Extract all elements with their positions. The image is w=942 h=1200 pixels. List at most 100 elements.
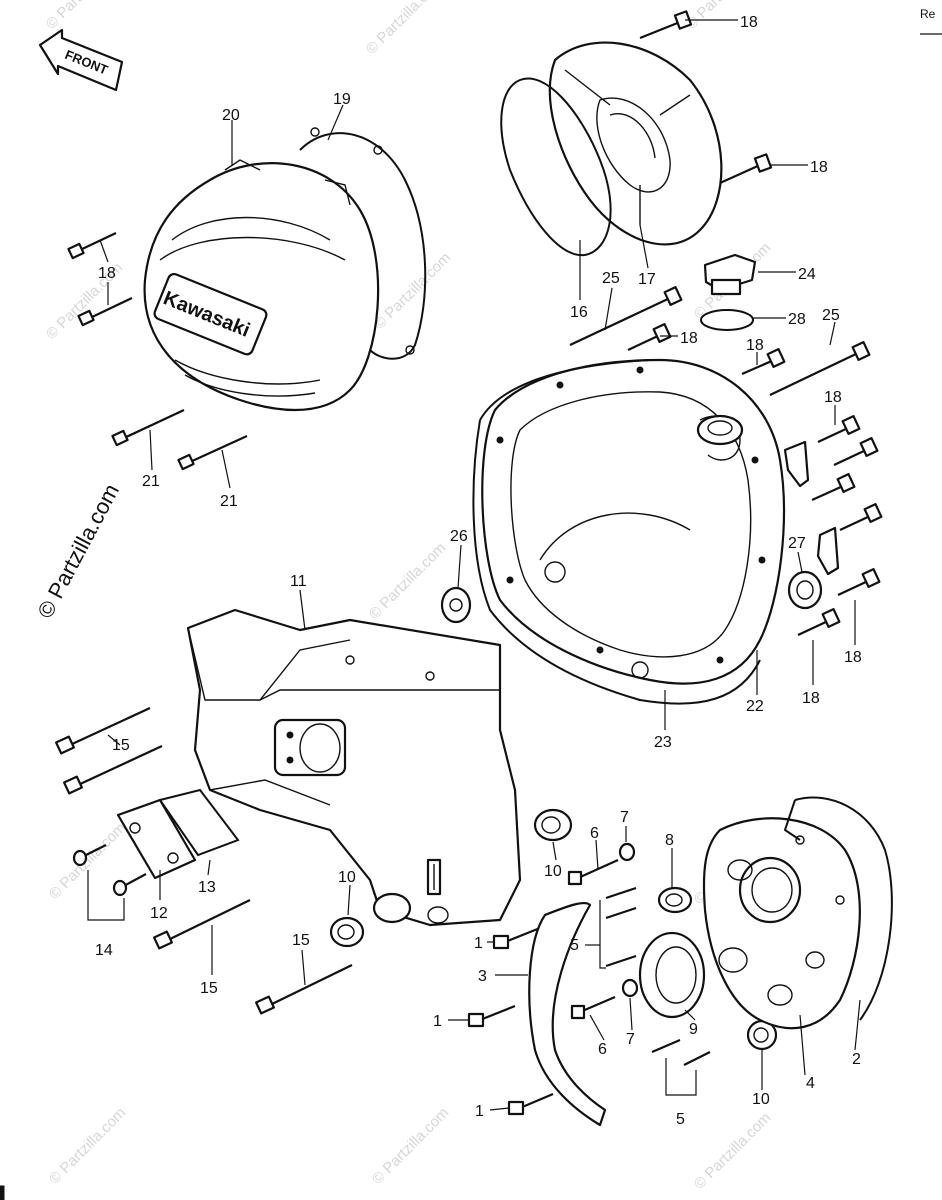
- part-26-plug: [440, 586, 472, 624]
- watermark: © Partzilla.com: [366, 539, 449, 622]
- part-7-washer-lower: [621, 978, 639, 998]
- bracket-14: [87, 870, 125, 921]
- callout-15: 15: [112, 737, 130, 754]
- part-10-seal-upper: [533, 808, 573, 842]
- callout-22: 22: [746, 698, 764, 715]
- part-10-seal-left: [329, 916, 365, 948]
- part-3-chain-guide: [528, 901, 607, 1127]
- callout-27: 27: [788, 535, 806, 552]
- part-15-bolt-c: [153, 899, 251, 950]
- part-21-bolt-a: [111, 409, 185, 447]
- part-2-gasket: [783, 796, 893, 1021]
- callout-16: 16: [570, 304, 588, 321]
- callout-6: 6: [598, 1041, 607, 1058]
- part-8-seal: [657, 886, 693, 914]
- callout-21: 21: [220, 493, 238, 510]
- callout-6: 6: [590, 825, 599, 842]
- part-11-chain-cover: [186, 608, 522, 927]
- watermark-main: © Partzilla.com: [32, 480, 124, 623]
- callout-18: 18: [740, 14, 758, 31]
- part-1-bolt-b: [467, 1004, 516, 1028]
- clamp-lower: [816, 526, 840, 576]
- callout-18: 18: [810, 159, 828, 176]
- part-16-gasket: [500, 77, 612, 257]
- clamp-upper: [783, 440, 810, 488]
- part-18-bolt-mid-2: [741, 348, 786, 376]
- callout-25: 25: [822, 307, 840, 324]
- callout-15: 15: [292, 932, 310, 949]
- part-21-bolt-b: [177, 434, 248, 471]
- part-5-screw-group-upper: [605, 886, 637, 968]
- callout-11: 11: [290, 573, 307, 590]
- part-15-bolt-a: [55, 707, 151, 755]
- watermark: © Partzilla.com: [691, 1109, 774, 1192]
- part-28-o-ring: [700, 309, 754, 331]
- bracket-5-lower: [665, 1058, 697, 1096]
- callout-26: 26: [450, 528, 468, 545]
- callout-7: 7: [620, 809, 629, 826]
- callout-18: 18: [802, 690, 820, 707]
- callout-18: 18: [746, 337, 764, 354]
- callout-5: 5: [570, 937, 579, 954]
- part-20-generator-cover: Kawasaki: [143, 159, 380, 412]
- callout-10: 10: [338, 869, 356, 886]
- part-18-bolt-right-6: [797, 608, 841, 636]
- callout-18: 18: [824, 389, 842, 406]
- callout-18: 18: [680, 330, 698, 347]
- callout-2: 2: [852, 1051, 861, 1068]
- callout-1: 1: [475, 1103, 484, 1120]
- callout-5: 5: [676, 1111, 685, 1128]
- watermark: © Partzilla.com: [369, 1104, 452, 1187]
- part-6-bolt-lower: [570, 995, 616, 1020]
- part-25-long-bolt-a: [569, 286, 683, 346]
- watermark: © Partzilla.com: [371, 249, 454, 332]
- part-10-seal-lower: [746, 1019, 778, 1051]
- part-27-oil-seal: [787, 570, 823, 610]
- part-12-cover-plate: [116, 798, 197, 880]
- part-1-bolt-c: [507, 1092, 554, 1116]
- callout-9: 9: [689, 1021, 698, 1038]
- callout-28: 28: [788, 311, 806, 328]
- part-18-bolt-top-2: [719, 153, 773, 185]
- part-18-bolt-right-1: [817, 415, 861, 443]
- callout-1: 1: [433, 1013, 442, 1030]
- part-18-bolt-right-2: [833, 437, 879, 466]
- callout-4: 4: [806, 1075, 815, 1092]
- bracket-5-upper: [599, 900, 606, 969]
- callout-15: 15: [200, 980, 218, 997]
- part-22-clutch-cover: [481, 358, 786, 685]
- part-17-outer-cover: [548, 41, 723, 246]
- part-14-screw-a: [72, 844, 107, 867]
- part-23-gasket: [472, 359, 761, 705]
- part-18-bolt-left-upper: [67, 232, 117, 260]
- corner-label: Re: [920, 7, 936, 21]
- part-19-gasket: [299, 132, 427, 360]
- callout-18: 18: [98, 265, 116, 282]
- callout-1: 1: [474, 935, 483, 952]
- part-18-bolt-mid-1: [627, 323, 672, 351]
- part-9-oil-seal: [638, 931, 706, 1019]
- part-15-bolt-b: [63, 745, 163, 795]
- callout-25: 25: [602, 270, 620, 287]
- callout-21: 21: [142, 473, 160, 490]
- part-7-washer-upper: [618, 842, 636, 862]
- watermark: © Partzilla.com: [46, 1104, 129, 1187]
- part-4-inner-cover: [702, 817, 861, 1030]
- part-24-filler-cap: [703, 253, 757, 296]
- callout-17: 17: [638, 271, 656, 288]
- callout-10: 10: [544, 863, 562, 880]
- part-14-screw-b: [112, 873, 147, 897]
- part-25-long-bolt-b: [769, 341, 871, 396]
- part-18-bolt-right-5: [837, 568, 881, 596]
- callout-23: 23: [654, 734, 672, 751]
- callout-13: 13: [198, 879, 216, 896]
- callout-12: 12: [150, 905, 168, 922]
- callout-14: 14: [95, 942, 113, 959]
- part-5-screw-group-lower: [651, 1038, 711, 1066]
- corner-mark: [0, 1185, 5, 1200]
- part-6-bolt-upper: [567, 858, 619, 886]
- callout-20: 20: [222, 107, 240, 124]
- leader-lines: [99, 19, 861, 1111]
- callout-7: 7: [626, 1031, 635, 1048]
